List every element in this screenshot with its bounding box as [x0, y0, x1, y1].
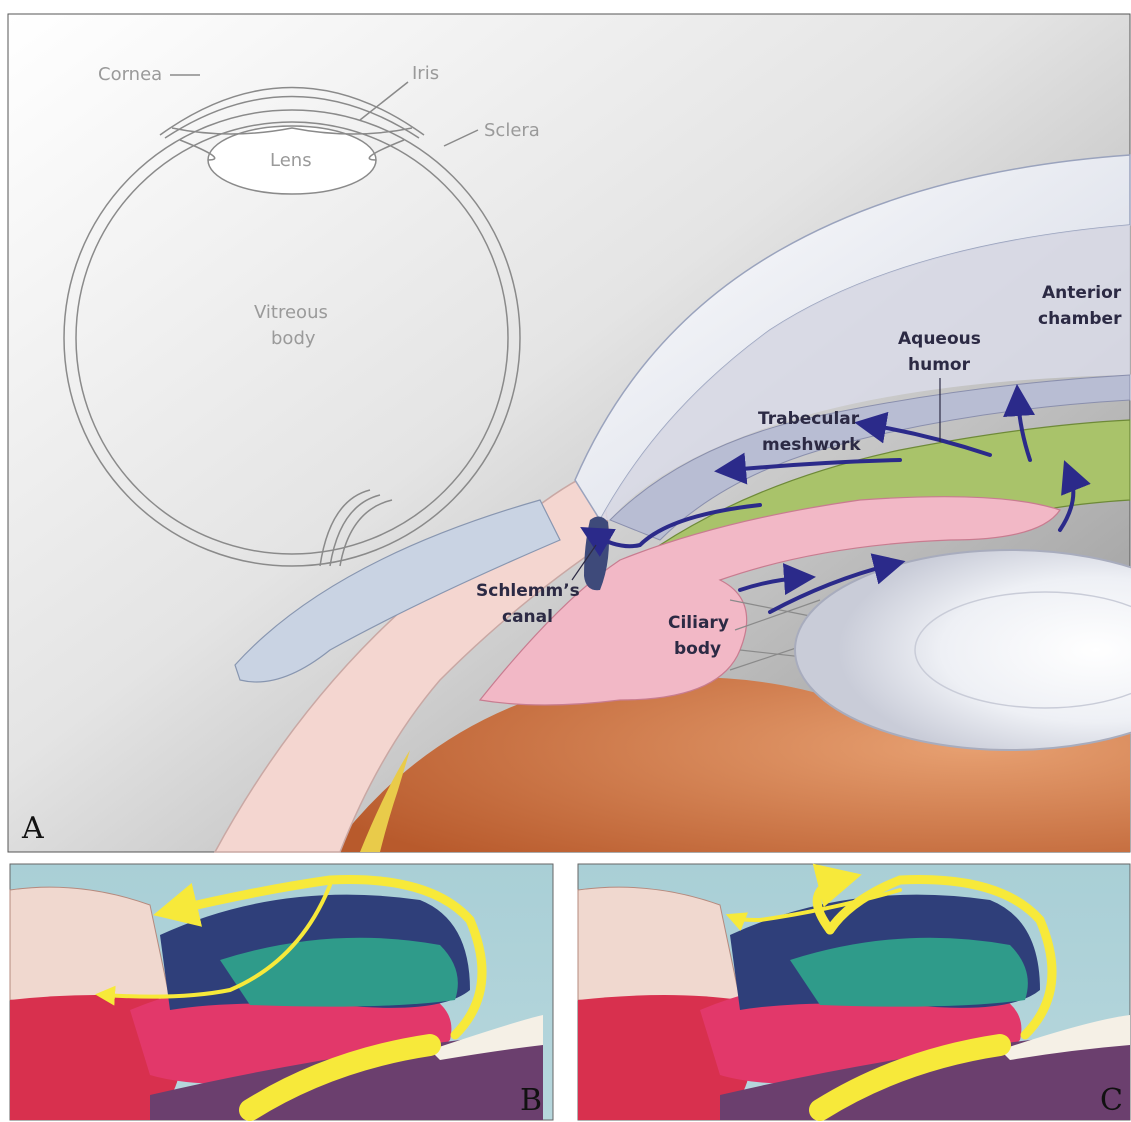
panel-letter-c: C [1100, 1083, 1123, 1118]
panel-c-sclera [578, 887, 740, 1005]
label-cornea: Cornea [98, 64, 162, 85]
label-vitreous-line1: Vitreous [254, 302, 328, 323]
label-aqueous-line1: Aqueous [898, 329, 981, 349]
label-trabecular-line1: Trabecular [758, 409, 860, 429]
label-ciliary-line1: Ciliary [668, 613, 729, 633]
panel-b-sclera [10, 887, 170, 1005]
label-trabecular-line2: meshwork [762, 435, 861, 455]
label-schlemm-line1: Schlemm’s [476, 581, 580, 601]
panel-letter-b: B [520, 1083, 542, 1118]
panel-a: Cornea Iris Sclera Lens Vitreous body [8, 14, 1131, 852]
label-anterior-line1: Anterior [1042, 283, 1122, 303]
panel-b: B [10, 864, 553, 1120]
label-schlemm-line2: canal [502, 607, 553, 627]
panel-letter-a: A [21, 811, 44, 846]
label-anterior-line2: chamber [1038, 309, 1122, 329]
label-aqueous-line2: humor [908, 355, 971, 375]
label-lens: Lens [270, 150, 312, 171]
label-vitreous-line2: body [271, 328, 316, 349]
label-iris: Iris [412, 63, 439, 84]
label-ciliary-line2: body [674, 639, 721, 659]
label-sclera: Sclera [484, 120, 540, 141]
panel-c: C [578, 864, 1130, 1120]
